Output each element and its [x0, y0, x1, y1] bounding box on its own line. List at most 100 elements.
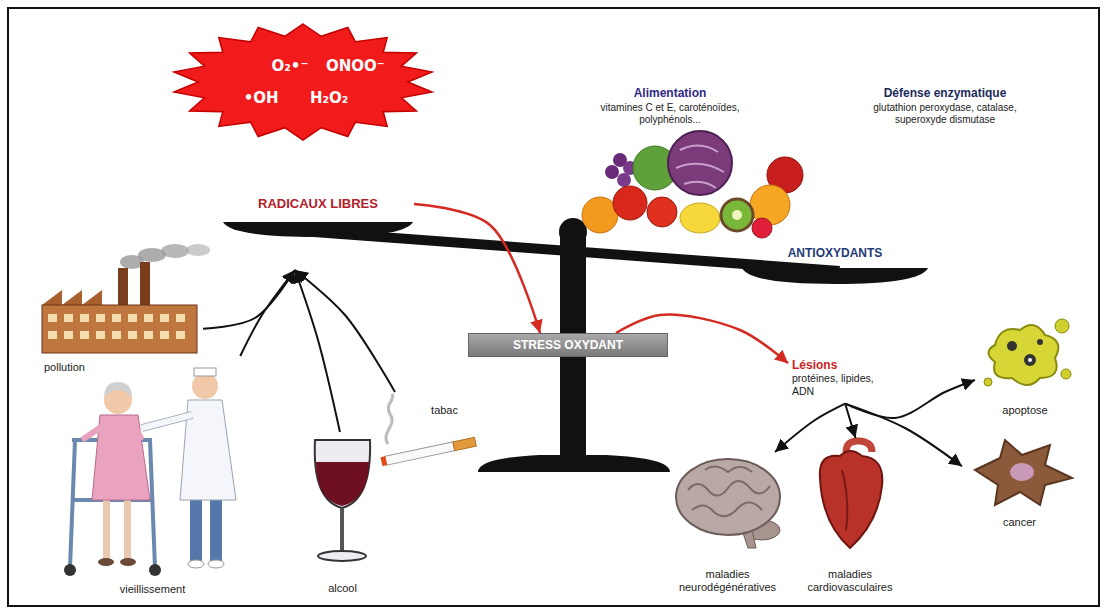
fruit-illustration: [613, 186, 647, 220]
apoptosis-cell: [1028, 358, 1032, 362]
balance-scale: [559, 218, 587, 246]
risk-factor: pollution: [28, 258, 203, 376]
node-text: ONOO⁻: [326, 57, 385, 75]
arrow-connector: [775, 404, 845, 452]
elderly-illustration: [208, 560, 224, 568]
elderly-illustration: [70, 440, 75, 568]
cigarette-illustration: [381, 456, 388, 466]
cancer-cell: [975, 440, 1072, 505]
elderly-illustration: [149, 564, 161, 576]
factory-illustration: [161, 244, 189, 258]
risk-factor: vieillissement: [55, 356, 250, 598]
node-text: tabac: [431, 404, 458, 417]
frame: [8, 8, 1099, 606]
wine-glass-illustration: [316, 462, 369, 506]
section-heading: Alimentation: [590, 86, 750, 100]
factory-illustration: [140, 262, 150, 308]
elderly-illustration: [192, 373, 218, 399]
node-text: Lésions: [792, 358, 837, 372]
balance-scale: [478, 455, 670, 472]
factory-illustration: [118, 268, 128, 308]
arrow-connector: [845, 404, 962, 467]
arrow-connector: [295, 270, 395, 392]
arrow-connector: [295, 270, 340, 432]
node-text: protéines, lipides, ADN: [792, 372, 886, 397]
elderly-illustration: [190, 498, 202, 562]
elderly-illustration: [103, 498, 110, 560]
elderly-illustration: [194, 368, 216, 376]
elderly-illustration: [134, 425, 142, 440]
risk-factor: alcool: [300, 432, 385, 597]
node-text: maladies cardiovasculaires: [797, 568, 903, 594]
cigarette-illustration: [386, 394, 393, 444]
elderly-illustration: [142, 415, 192, 428]
burst-shape: [174, 24, 432, 140]
elderly-illustration: [104, 382, 132, 398]
factory-illustration: [46, 312, 192, 346]
heart-illustration: [842, 470, 847, 530]
factory-illustration: [42, 305, 197, 353]
node-text: RADICAUX LIBRES: [258, 196, 378, 212]
node-text: alcool: [328, 582, 357, 595]
fruit-illustration: [617, 173, 631, 187]
elderly-illustration: [124, 498, 131, 560]
balance-scale: [223, 218, 928, 472]
risk-factor: tabac: [380, 392, 480, 472]
fruit-illustration: [752, 218, 772, 238]
node-text: vieillissement: [120, 583, 185, 596]
fruit-illustration: [680, 203, 720, 233]
fruit-illustration: [732, 210, 742, 220]
burst-outline: [172, 24, 434, 140]
cancer-cell: [975, 440, 1072, 505]
heart-illustration: [820, 441, 883, 548]
cigarette-illustration: [381, 394, 477, 466]
apoptosis-cell: [1061, 369, 1071, 379]
node-text: H₂O₂: [310, 89, 348, 107]
node-text: cancer: [1003, 516, 1036, 529]
wine-glass-illustration: [315, 440, 370, 508]
section-heading: Défense enzymatique: [850, 86, 1040, 100]
node-text: maladies neurodégénératives: [667, 568, 788, 594]
elderly-illustration: [188, 560, 204, 568]
elderly-illustration: [64, 368, 236, 576]
note-text: vitamines C et E, caroténoïdes, polyphén…: [583, 102, 757, 126]
fruit-illustration: [750, 185, 790, 225]
outcome: cancer: [962, 432, 1077, 530]
brain-illustration: [688, 481, 770, 496]
scale-pan-label: RADICAUX LIBRES: [222, 194, 414, 270]
brain-illustration: [676, 459, 780, 535]
connectors: [203, 204, 975, 466]
apoptosis-cell: [1055, 319, 1069, 333]
apoptosis-cell: [989, 325, 1059, 385]
apoptosis-cell: [1007, 341, 1017, 351]
node-text: pollution: [44, 361, 85, 374]
scale-pan-label: ANTIOXYDANTS: [755, 246, 915, 260]
apoptosis-cell: [1024, 354, 1036, 366]
factory-illustration: [42, 290, 102, 305]
elderly-illustration: [82, 425, 104, 440]
fruit-illustration: [647, 197, 677, 227]
outcome: maladies cardiovasculaires: [795, 438, 905, 595]
outcome: maladies neurodégénératives: [665, 452, 790, 595]
elderly-illustration: [150, 440, 155, 568]
node-text: •OH: [244, 89, 279, 107]
factory-illustration: [42, 244, 210, 353]
apoptosis-cell: [984, 319, 1071, 386]
note-text: glutathion peroxydase, catalase, superox…: [852, 102, 1038, 126]
elderly-illustration: [64, 564, 76, 576]
brain-illustration: [676, 459, 780, 548]
brain-illustration: [692, 502, 762, 516]
balance-scale: [742, 268, 928, 284]
arrow-connector: [845, 404, 855, 438]
free-radical-burst: O₂•⁻ONOO⁻•OHH₂O₂: [172, 24, 434, 140]
wine-glass-illustration: [340, 508, 344, 553]
apoptosis-cell: [1037, 339, 1043, 345]
cigarette-illustration: [381, 437, 477, 466]
cancer-cell: [1010, 463, 1034, 481]
fruit-illustration: [721, 199, 753, 231]
brain-illustration: [705, 466, 752, 472]
elderly-illustration: [142, 415, 192, 428]
arrow-connector: [845, 380, 975, 418]
factory-illustration: [186, 244, 210, 256]
